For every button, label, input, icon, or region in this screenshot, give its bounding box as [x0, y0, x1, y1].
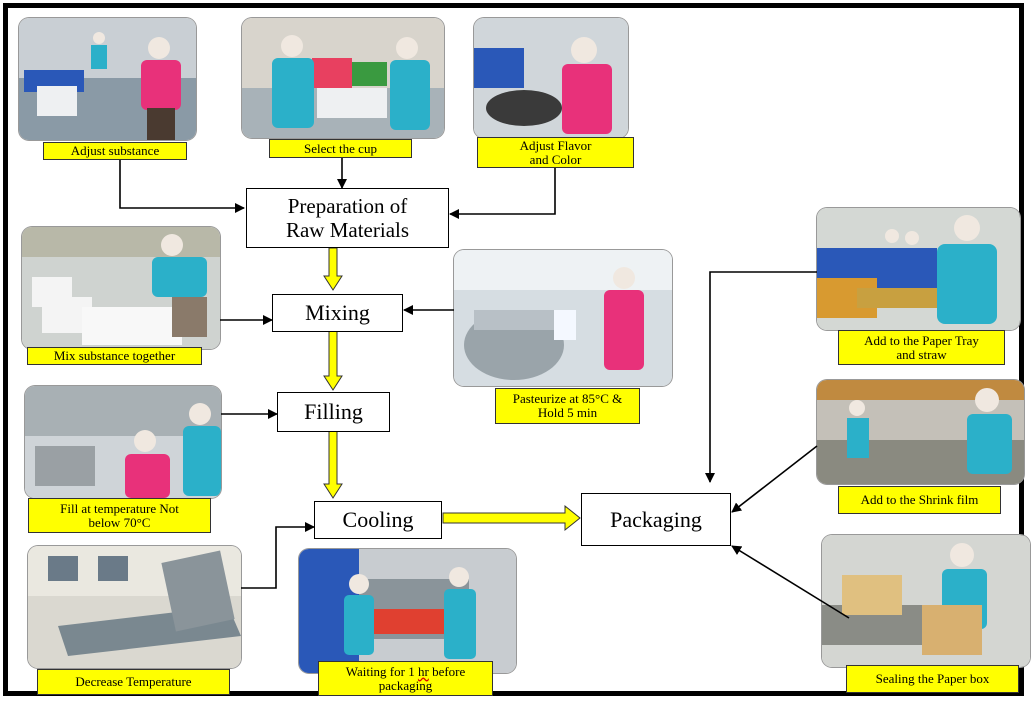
photo-shrink-film [817, 380, 1024, 484]
step-mixing: Mixing [272, 294, 403, 332]
photo-waiting [299, 549, 516, 673]
photo-sealing [822, 535, 1030, 667]
photo-adjust-flavor [474, 18, 628, 138]
step-packaging: Packaging [581, 493, 731, 546]
photo-paper-tray [817, 208, 1020, 330]
caption-pasteurize: Pasteurize at 85°C & Hold 5 min [495, 388, 640, 424]
step-preparation: Preparation of Raw Materials [246, 188, 449, 248]
photo-decrease-temperature [28, 546, 241, 668]
caption-fill-temperature: Fill at temperature Not below 70°C [28, 498, 211, 533]
photo-adjust-substance [19, 18, 196, 140]
caption-shrink-film: Add to the Shrink film [838, 486, 1001, 514]
caption-sealing: Sealing the Paper box [846, 665, 1019, 693]
photo-pasteurize [454, 250, 672, 386]
step-filling: Filling [277, 392, 390, 432]
caption-waiting-pre: Waiting for 1 [345, 663, 418, 679]
caption-select-cup: Select the cup [269, 139, 412, 158]
photo-fill [25, 386, 221, 498]
caption-waiting: Waiting for 1 hr before packaging [318, 661, 493, 696]
caption-waiting-post: before packaging [378, 663, 466, 693]
photo-mix-substance [22, 227, 220, 349]
caption-decrease-temperature: Decrease Temperature [37, 669, 230, 695]
photo-select-cup [242, 18, 444, 138]
step-cooling: Cooling [314, 501, 442, 539]
caption-mix-substance: Mix substance together [27, 347, 202, 365]
caption-adjust-flavor: Adjust Flavor and Color [477, 137, 634, 168]
caption-waiting-hr: hr [417, 663, 429, 679]
caption-paper-tray: Add to the Paper Tray and straw [838, 330, 1005, 365]
caption-adjust-substance: Adjust substance [43, 142, 187, 160]
